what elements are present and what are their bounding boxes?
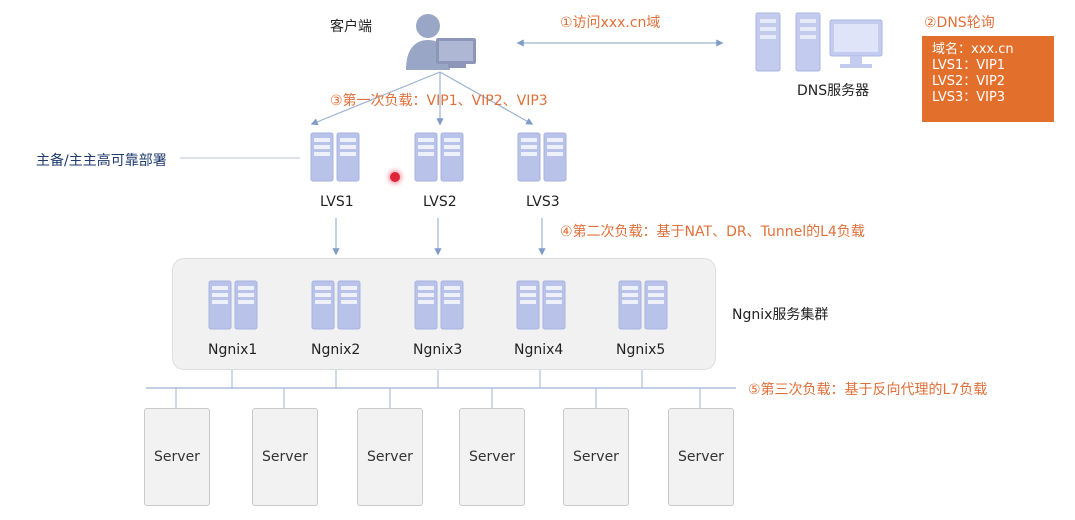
ngnix5-server-icon — [618, 280, 668, 330]
dns-record-line: LVS2：VIP2 — [932, 74, 1006, 89]
ngnix5-label: Ngnix5 — [616, 342, 666, 358]
lvs3-server-icon — [517, 132, 567, 182]
lvs1-label: LVS1 — [320, 194, 354, 210]
backend-server: Server — [668, 408, 734, 506]
backend-server: Server — [252, 408, 318, 506]
ngnix2-label: Ngnix2 — [311, 342, 361, 358]
dns-record-line: 域名：xxx.cn — [932, 42, 1014, 57]
ngnix1-label: Ngnix1 — [208, 342, 258, 358]
ngnix3-server-icon — [414, 280, 464, 330]
backend-server: Server — [357, 408, 423, 506]
ngnix-cluster-label: Ngnix服务集群 — [732, 307, 829, 323]
dns-record-line: LVS1：VIP1 — [932, 58, 1006, 73]
ngnix1-server-icon — [208, 280, 258, 330]
client-lvs3-arrow — [439, 71, 534, 125]
dns-server-icon — [754, 12, 884, 78]
lvs2-label: LVS2 — [423, 194, 457, 210]
client-lvs1-arrow — [310, 71, 441, 126]
cursor-pointer — [390, 172, 400, 182]
backend-server: Server — [563, 408, 629, 506]
backend-server: Server — [459, 408, 525, 506]
client-label: 客户端 — [330, 19, 372, 35]
backend-server: Server — [144, 408, 210, 506]
lvs-deploy-note: 主备/主主高可靠部署 — [36, 153, 167, 169]
ngnix4-server-icon — [516, 280, 566, 330]
step1-text: ①访问xxx.cn域 — [560, 15, 661, 31]
lvs1-server-icon — [310, 132, 360, 182]
ngnix2-server-icon — [311, 280, 361, 330]
client-user-icon — [404, 12, 478, 76]
dns-record-box: 域名：xxx.cn LVS1：VIP1 LVS2：VIP2 LVS3：VIP3 — [922, 36, 1054, 122]
step5-text: ⑤第三次负载：基于反向代理的L7负载 — [748, 382, 988, 398]
lvs2-server-icon — [414, 132, 464, 182]
ngnix3-label: Ngnix3 — [413, 342, 463, 358]
lvs3-label: LVS3 — [526, 194, 560, 210]
dns-server-label: DNS服务器 — [797, 83, 870, 99]
dns-record-line: LVS3：VIP3 — [932, 90, 1006, 105]
step3-text: ③第一次负载：VIP1、VIP2、VIP3 — [330, 93, 548, 109]
step4-text: ④第二次负载：基于NAT、DR、Tunnel的L4负载 — [560, 224, 865, 240]
ngnix4-label: Ngnix4 — [514, 342, 564, 358]
step2-text: ②DNS轮询 — [924, 15, 995, 31]
